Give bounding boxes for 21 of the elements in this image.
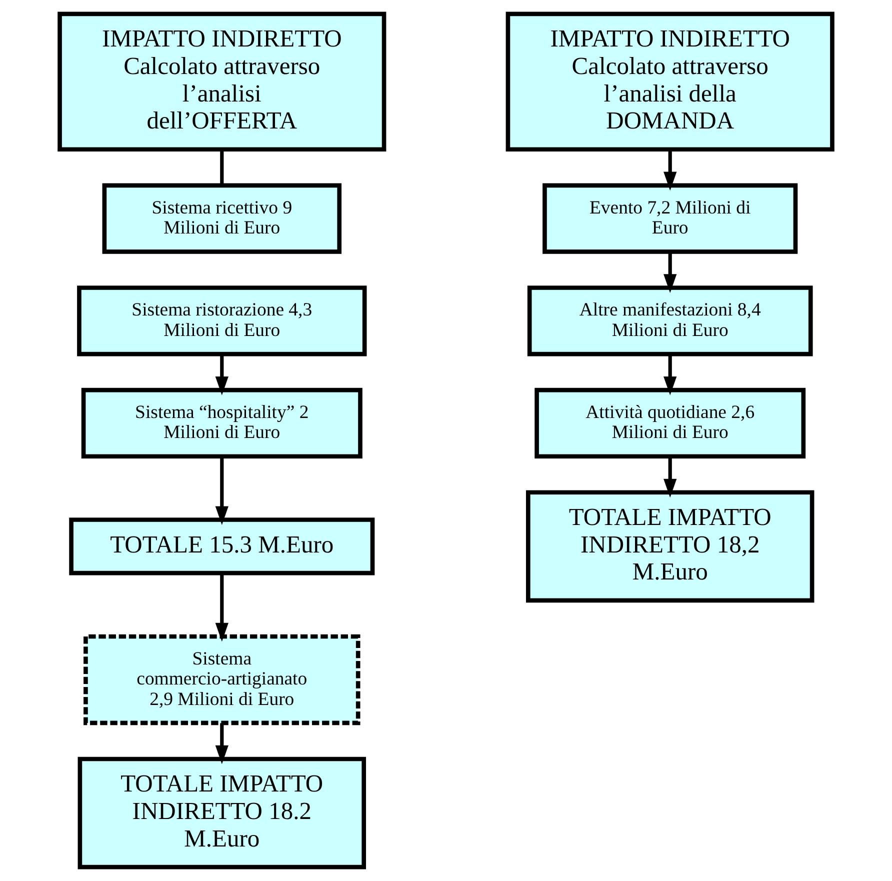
node-box: TOTALE IMPATTO INDIRETTO 18,2 M.Euro [526, 490, 814, 603]
arrow [215, 574, 228, 642]
arrow [664, 150, 677, 191]
node-box: IMPATTO INDIRETTO Calcolato attraverso l’analisi dell’OFFERTA [58, 12, 386, 152]
node-box: TOTALE IMPATTO INDIRETTO 18.2 M.Euro [78, 756, 366, 870]
arrow [664, 252, 677, 293]
node-box: Sistema “hospitality” 2 Milioni di Euro [81, 388, 362, 459]
node-box: Sistema ricettivo 9 Milioni di Euro [102, 183, 342, 254]
node-box: Attività quotidiane 2,6 Milioni di Euro [534, 388, 806, 459]
node-box: Evento 7,2 Milioni di Euro [542, 183, 798, 254]
node-box: Altre manifestazioni 8,4 Milioni di Euro [527, 286, 813, 356]
arrow [664, 456, 677, 498]
node-box: TOTALE 15.3 M.Euro [69, 518, 375, 576]
arrow [215, 354, 228, 396]
node-box: Sistema commercio-artigianato 2,9 Milioni di Euro [84, 634, 360, 726]
connector [220, 150, 224, 186]
node-box: IMPATTO INDIRETTO Calcolato attraverso l’analisi della DOMANDA [506, 12, 834, 152]
arrow [215, 723, 228, 764]
arrow [215, 456, 228, 525]
node-box: Sistema ristorazione 4,3 Milioni di Euro [77, 286, 367, 356]
arrow [664, 354, 677, 396]
